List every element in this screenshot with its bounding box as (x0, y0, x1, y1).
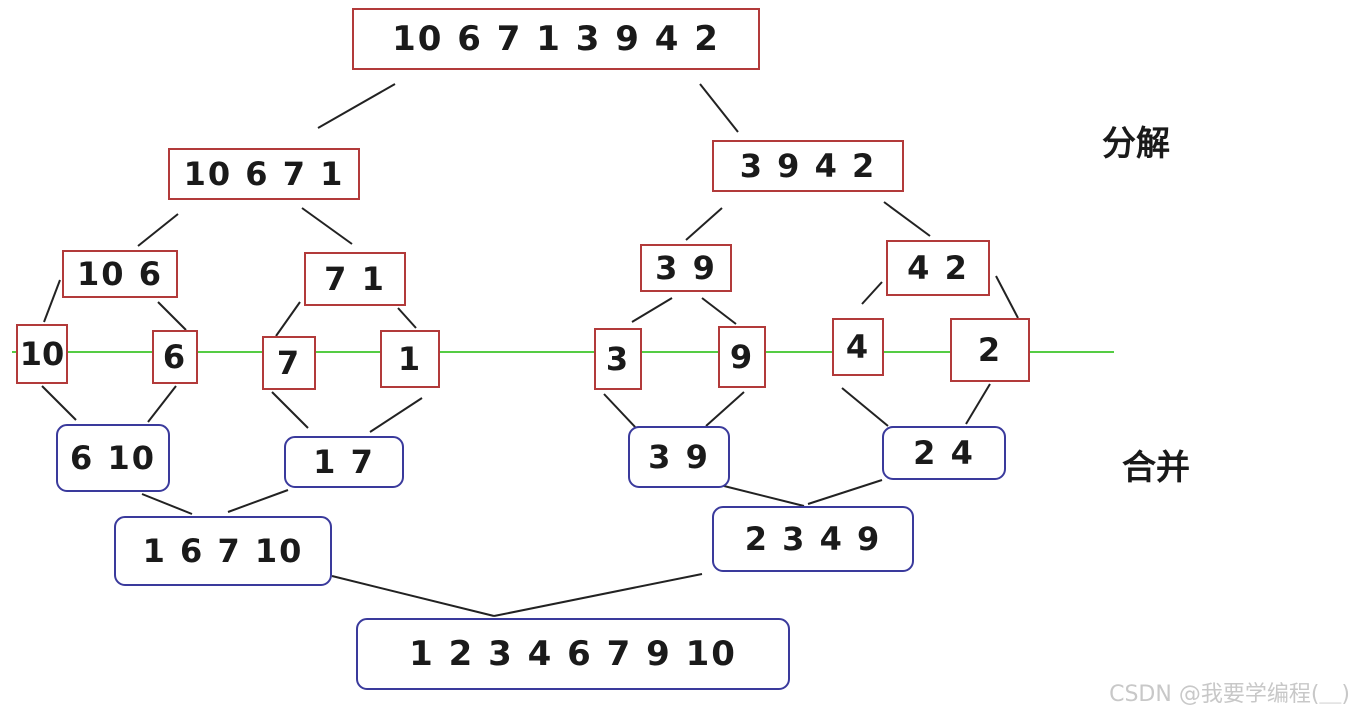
leaf-node: 10 (16, 324, 68, 384)
split-node: 3 9 (640, 244, 732, 292)
split-node: 4 2 (886, 240, 990, 296)
merge-label: 合并 (1122, 448, 1190, 488)
merge-node-left: 1 6 7 10 (114, 516, 332, 586)
edge (369, 397, 423, 433)
edge (883, 201, 931, 237)
edge (137, 213, 179, 247)
edge (317, 83, 396, 129)
split-node-left: 10 6 7 1 (168, 148, 360, 200)
edge (861, 281, 883, 305)
leaf-node: 3 (594, 328, 642, 390)
edge (157, 301, 187, 331)
merge-node: 6 10 (56, 424, 170, 492)
root-node: 10 6 7 1 3 9 4 2 (352, 8, 760, 70)
edge (397, 307, 417, 329)
edge (275, 301, 301, 337)
leaf-node: 2 (950, 318, 1030, 382)
leaf-node: 4 (832, 318, 884, 376)
edge (995, 275, 1019, 319)
merge-node-right: 2 3 4 9 (712, 506, 914, 572)
watermark: CSDN @我要学编程(＿) (1109, 682, 1350, 707)
result-node: 1 2 3 4 6 7 9 10 (356, 618, 790, 690)
edge (701, 297, 737, 325)
split-label: 分解 (1102, 124, 1170, 164)
split-node: 10 6 (62, 250, 178, 298)
edge (631, 297, 673, 323)
edge (147, 385, 177, 423)
edge (43, 279, 61, 323)
edge (699, 83, 739, 133)
edge (141, 493, 193, 515)
edge (723, 485, 805, 507)
split-node-right: 3 9 4 2 (712, 140, 904, 192)
merge-node: 1 7 (284, 436, 404, 488)
edge (41, 385, 77, 421)
leaf-node: 7 (262, 336, 316, 390)
leaf-node: 9 (718, 326, 766, 388)
edge (603, 393, 637, 429)
merge-node: 2 4 (882, 426, 1006, 480)
edge (227, 489, 289, 513)
edge (301, 207, 353, 245)
split-node: 7 1 (304, 252, 406, 306)
edge (331, 575, 495, 617)
leaf-node: 1 (380, 330, 440, 388)
edge (685, 207, 723, 241)
edge (271, 391, 309, 429)
merge-node: 3 9 (628, 426, 730, 488)
edge (841, 387, 889, 427)
edge (807, 479, 883, 505)
leaf-node: 6 (152, 330, 198, 384)
edge (965, 383, 991, 425)
edge (705, 391, 745, 427)
edge (493, 573, 703, 617)
